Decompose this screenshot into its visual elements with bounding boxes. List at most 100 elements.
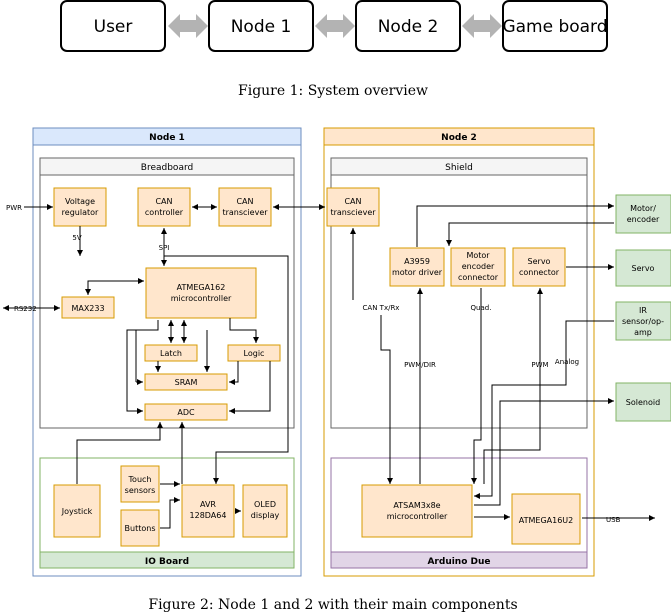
voltage-regulator-line1: Voltage [65, 197, 95, 206]
external-components: Motor/ encoder Servo IR sensor/op- amp S… [615, 194, 671, 422]
atsam-line1: ATSAM3x8e [393, 501, 440, 510]
can-controller-line1: CAN [155, 197, 172, 206]
shield-title: Shield [445, 163, 473, 173]
figure1-caption: Figure 1: System overview [238, 83, 428, 99]
servo-block: Servo [615, 249, 671, 287]
servo-connector-line1: Servo [528, 257, 551, 266]
atmega162-line1: ATMEGA162 [177, 283, 226, 292]
atsam-line2: microcontroller [387, 512, 448, 521]
can-controller-line2: controller [145, 208, 184, 217]
breadboard-title: Breadboard [141, 163, 193, 173]
max233-atmega-link [85, 278, 144, 295]
voltage-regulator-block: Voltage regulator [53, 187, 107, 227]
can-controller-block: CAN controller [137, 187, 191, 227]
max233-label: MAX233 [71, 304, 104, 313]
touch-sensors-block: Touch sensors [120, 465, 160, 503]
solenoid-block: Solenoid [615, 382, 671, 422]
touch-sensors-line1: Touch [128, 475, 152, 484]
oled-line2: display [251, 511, 280, 520]
node2-title: Node 2 [441, 133, 477, 143]
motor-encoder-feedback [446, 222, 614, 246]
logic-block: Logic [227, 344, 281, 362]
a3959-block: A3959 motor driver [389, 247, 445, 287]
logic-adc-link [229, 361, 271, 414]
arduino-due-title: Arduino Due [427, 557, 490, 567]
analog-link [474, 320, 614, 499]
node1-title: Node 1 [149, 133, 185, 143]
a3959-line1: A3959 [404, 257, 430, 266]
motor-encoder-connector-line2: encoder [462, 262, 495, 271]
node2-can-transceiver-line2: transciever [330, 208, 376, 217]
motor-encoder-connector-line3: connector [458, 273, 499, 282]
servo-connector-block: Servo connector [512, 247, 566, 287]
analog-label: Analog [555, 358, 579, 366]
oled-block: OLED display [242, 484, 288, 538]
motor-encoder-connector-line1: Motor [466, 251, 490, 260]
ir-sensor-line2: sensor/op- [622, 317, 664, 326]
atmega16u2-label: ATMEGA16U2 [519, 516, 574, 525]
node1-can-transceiver-line1: CAN [236, 197, 253, 206]
overview-arrow-node1-node2 [315, 14, 355, 38]
servo-connector-line2: connector [519, 268, 560, 277]
servo-label: Servo [632, 264, 655, 273]
5v-label: 5V [72, 234, 81, 242]
overview-box-node2: Node 2 [355, 0, 461, 52]
node2-container: Node 2 Shield Arduino Due CAN transcieve… [323, 127, 621, 577]
overview-node2-label: Node 2 [378, 17, 439, 37]
quad-link [471, 288, 482, 484]
data-bus-loop [126, 320, 159, 414]
node1-can-transceiver-block: CAN transciever [218, 187, 272, 227]
buttons-label: Buttons [125, 524, 156, 533]
overview-box-node1: Node 1 [208, 0, 314, 52]
pwm-servo-link [483, 288, 541, 484]
sram-label: SRAM [175, 378, 198, 387]
atmega162-block: ATMEGA162 microcontroller [145, 267, 257, 319]
ir-sensor-block: IR sensor/op- amp [615, 301, 671, 341]
spi-avr-link [164, 255, 289, 484]
solenoid-link [474, 398, 614, 506]
motor-encoder-connector-block: Motor encoder connector [450, 247, 506, 287]
overview-arrow-user-node1 [168, 14, 208, 38]
node2-can-transceiver-line1: CAN [344, 197, 361, 206]
joystick-block: Joystick [53, 484, 101, 538]
latch-label: Latch [160, 349, 182, 358]
logic-label: Logic [244, 349, 265, 358]
overview-node1-label: Node 1 [231, 17, 292, 37]
a3959-motor-link [416, 203, 614, 247]
overview-gameboard-label: Game board [502, 17, 607, 37]
overview-figure: User Node 1 Node 2 Game board Figure 1: … [60, 0, 608, 99]
ir-sensor-line1: IR [639, 306, 647, 315]
atmega16u2-block: ATMEGA16U2 [511, 493, 581, 545]
avr-block: AVR 128DA64 [181, 484, 235, 538]
adc-label: ADC [177, 408, 195, 417]
logic-sram-link [229, 361, 239, 385]
overview-box-user: User [60, 0, 166, 52]
latch-block: Latch [144, 344, 198, 362]
motor-encoder-line1: Motor/ [630, 204, 656, 213]
io-board-title: IO Board [145, 557, 189, 567]
joystick-label: Joystick [61, 507, 93, 516]
avr-line1: AVR [200, 500, 216, 509]
a3959-line2: motor driver [392, 268, 443, 277]
solenoid-label: Solenoid [626, 398, 660, 407]
voltage-regulator-line2: regulator [62, 208, 99, 217]
atsam-block: ATSAM3x8e microcontroller [361, 484, 473, 538]
can-txrx-to-atsam [380, 315, 393, 484]
buttons-block: Buttons [120, 509, 160, 547]
overview-user-label: User [94, 17, 133, 37]
adc-block: ADC [144, 403, 228, 421]
joystick-adc-link [76, 422, 163, 484]
can-txrx-label: CAN Tx/Rx [363, 304, 400, 312]
atmega-logic-link [229, 318, 259, 343]
overview-arrow-node2-gameboard [462, 14, 502, 38]
node1-can-transceiver-line2: transciever [222, 208, 268, 217]
buttons-avr-link [160, 497, 180, 529]
atmega162-line2: microcontroller [171, 294, 232, 303]
figure2-caption: Figure 2: Node 1 and 2 with their main c… [148, 597, 517, 613]
rs232-label: RS232 [14, 305, 37, 313]
node1-container: Node 1 Breadboard IO Board Voltage regul… [6, 127, 302, 577]
avr-line2: 128DA64 [190, 511, 227, 520]
usb-label: USB [606, 516, 621, 524]
pwr-label: PWR [6, 204, 22, 212]
sram-block: SRAM [144, 373, 228, 391]
